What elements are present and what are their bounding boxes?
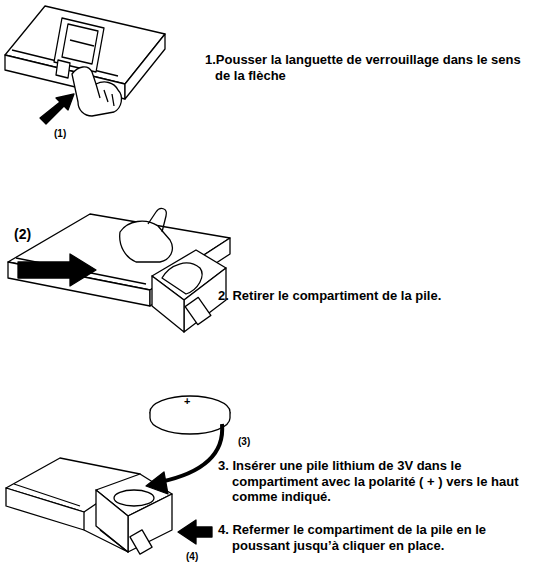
remote-step-3 <box>6 458 172 554</box>
instruction-step: 2. Retirer le compartiment de la pile. <box>218 288 538 304</box>
lithium-battery <box>150 396 230 434</box>
push-arrow <box>40 94 74 124</box>
remote-step-2 <box>8 209 230 332</box>
instruction-step: 1.Pousser la languette de verrouillage d… <box>205 52 525 83</box>
insert-arrow-head <box>146 472 168 494</box>
polarity-mark: + <box>184 395 190 408</box>
callout-number: (3) <box>238 436 250 448</box>
close-arrow <box>178 520 212 544</box>
insert-arrow <box>160 424 222 482</box>
pull-arrow <box>18 254 96 286</box>
callout-number: (4) <box>186 551 198 563</box>
callout-number: (2) <box>14 226 31 243</box>
instruction-step: 4. Refermer le compartiment de la pile e… <box>218 522 543 553</box>
remote-step-1 <box>5 6 165 116</box>
callout-number: (1) <box>54 128 66 140</box>
instruction-step: 3. Insérer une pile lithium de 3V dans l… <box>218 458 543 505</box>
